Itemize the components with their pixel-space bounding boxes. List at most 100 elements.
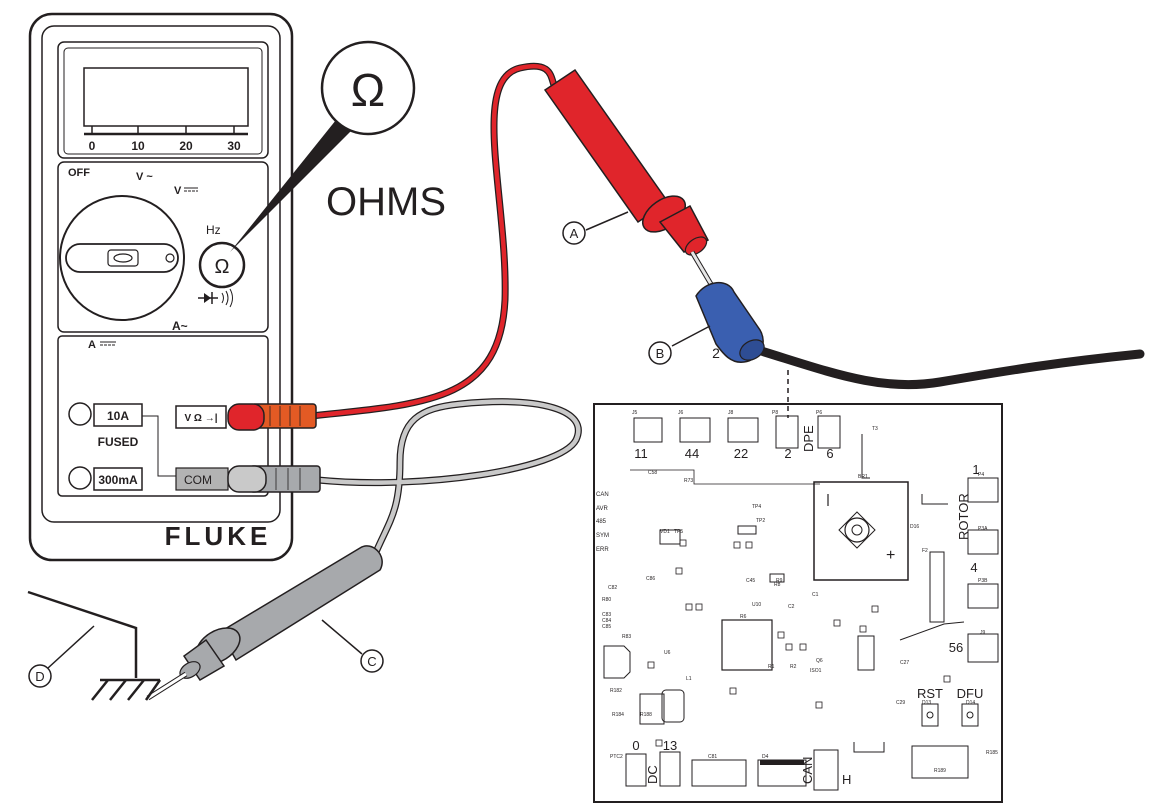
gray-probe[interactable]	[146, 545, 383, 701]
svg-text:U6: U6	[664, 650, 671, 656]
ohms-callout: Ω OHMS	[230, 40, 446, 252]
svg-text:J8: J8	[728, 410, 734, 416]
terminal-label-2: 2	[784, 446, 791, 461]
connector-p4[interactable]	[967, 477, 999, 503]
svg-text:P8: P8	[772, 410, 778, 416]
diode-continuity-icon	[198, 288, 233, 308]
svg-text:+: +	[886, 547, 895, 564]
svg-text:R188: R188	[640, 712, 652, 718]
connector-j5[interactable]	[633, 417, 663, 443]
svg-text:Q6: Q6	[816, 658, 823, 664]
jack-v-ohm[interactable]: V Ω →|	[175, 405, 227, 429]
connector-j4[interactable]	[757, 759, 807, 787]
svg-text:C1: C1	[812, 592, 819, 598]
scale-30: 30	[227, 139, 241, 153]
connector-p8[interactable]	[775, 415, 799, 449]
h-label: H	[842, 772, 851, 787]
ohm-position-icon: Ω	[215, 256, 230, 278]
gray-lead-wire	[317, 398, 582, 554]
svg-text:R80: R80	[602, 597, 611, 603]
jack-10a[interactable]: 10A	[68, 402, 143, 427]
scale-20: 20	[179, 139, 193, 153]
svg-text:C83: C83	[602, 612, 611, 618]
jack-10a-label: 10A	[107, 409, 129, 423]
terminal-label-22: 22	[734, 446, 748, 461]
svg-text:J6: J6	[678, 410, 684, 416]
ohm-dial-position: Ω	[198, 241, 246, 289]
dfu-label: DFU	[957, 686, 984, 701]
connector-j3[interactable]	[659, 751, 681, 787]
connector-j1[interactable]	[625, 753, 647, 787]
blue-terminal	[695, 282, 765, 363]
jack-com-label: COM	[184, 473, 212, 487]
connector-p3b[interactable]	[967, 583, 999, 609]
rotor-number-4: 4	[970, 560, 977, 575]
svg-text:R184: R184	[612, 712, 624, 718]
svg-text:SYM: SYM	[596, 533, 609, 539]
svg-text:C27: C27	[900, 660, 909, 666]
svg-text:P4: P4	[978, 472, 984, 478]
connector-j8[interactable]	[727, 417, 759, 443]
svg-text:P3A: P3A	[978, 526, 988, 532]
pin-56-label: 56	[949, 640, 963, 655]
dpe-label: DPE	[801, 425, 816, 452]
svg-text:D4: D4	[762, 754, 769, 760]
status-led-labels: CAN AVR 485 SYM ERR	[596, 492, 609, 553]
terminal-label-11: 11	[634, 446, 648, 461]
jack-300ma-label: 300mA	[98, 473, 138, 487]
svg-text:D13: D13	[922, 700, 931, 706]
svg-text:VD1: VD1	[660, 529, 670, 535]
wire-number-label: 2	[712, 345, 720, 361]
rotary-switch[interactable]	[59, 195, 185, 321]
rst-button[interactable]	[921, 703, 939, 727]
svg-text:R2: R2	[790, 664, 797, 670]
svg-text:R73: R73	[684, 478, 693, 484]
brand-logo: FLUKE	[165, 521, 272, 551]
connector-p3a[interactable]	[967, 529, 999, 555]
svg-text:C45: C45	[746, 578, 755, 584]
svg-text:R8: R8	[774, 582, 781, 588]
callout-a: A	[562, 211, 629, 245]
connector-j2[interactable]	[691, 759, 747, 787]
connector-j13[interactable]	[813, 749, 839, 791]
svg-text:A: A	[570, 226, 579, 241]
svg-text:C84: C84	[602, 618, 611, 624]
svg-text:C2: C2	[788, 604, 795, 610]
pcb-board: 11 44 22 2 6 DPE + 1 ROTOR 4 56	[593, 403, 1003, 803]
svg-text:B: B	[656, 346, 665, 361]
rotor-number-1: 1	[972, 462, 979, 477]
svg-text:D16: D16	[910, 524, 919, 530]
jack-v-ohm-label: V Ω →|	[184, 413, 217, 424]
svg-text:R189: R189	[934, 768, 946, 774]
svg-text:P3B: P3B	[978, 578, 988, 584]
ohms-label: OHMS	[326, 180, 446, 224]
svg-text:J9: J9	[980, 630, 986, 636]
svg-text:C86: C86	[646, 576, 655, 582]
dial-v-dc-label: V	[174, 185, 182, 197]
svg-text:C58: C58	[648, 470, 657, 476]
dial-off-label: OFF	[68, 167, 90, 179]
red-probe[interactable]	[543, 68, 721, 298]
svg-text:TP4: TP4	[752, 504, 761, 510]
scale-10: 10	[131, 139, 145, 153]
dfu-button[interactable]	[961, 703, 979, 727]
connector-j9[interactable]	[967, 633, 999, 663]
svg-text:R1: R1	[768, 664, 775, 670]
jack-com[interactable]: COM	[175, 467, 229, 491]
svg-text:C29: C29	[896, 700, 905, 706]
svg-text:CAN: CAN	[596, 492, 609, 498]
test-points	[647, 539, 951, 747]
terminal-label-44: 44	[685, 446, 699, 461]
svg-text:C81: C81	[708, 754, 717, 760]
terminal-label-6: 6	[826, 446, 833, 461]
can-label: CAN	[800, 757, 815, 784]
svg-text:D: D	[35, 669, 44, 684]
svg-text:R185: R185	[986, 750, 998, 756]
connector-p6[interactable]	[817, 415, 841, 449]
jack-300ma[interactable]: 300mA	[68, 466, 143, 491]
connector-j44[interactable]	[911, 745, 969, 779]
gray-plug	[227, 465, 321, 493]
red-lead-wire	[309, 62, 560, 420]
connector-j6[interactable]	[679, 417, 711, 443]
